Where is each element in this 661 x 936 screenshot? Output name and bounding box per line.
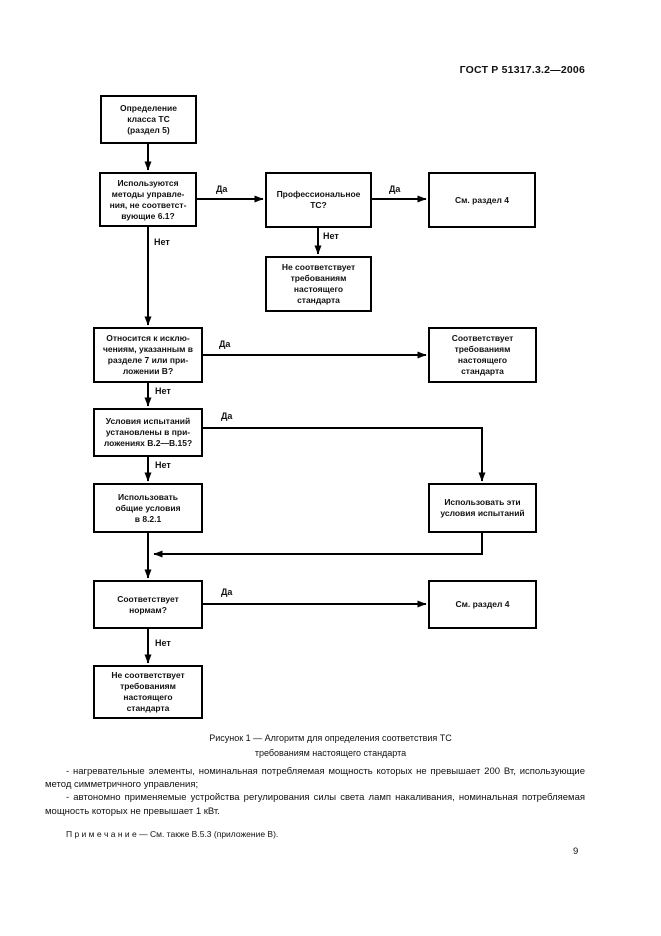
flow-node-not-compliant-bottom: Не соответствует требованиям настоящего … (93, 665, 203, 719)
edge-label-yes-3: Да (219, 339, 231, 349)
flow-node-professional-question: Профессиональное ТС? (265, 172, 372, 228)
paragraph-heating-elements: - нагревательные элементы, номинальная п… (45, 766, 585, 791)
edge-label-yes-5: Да (221, 587, 233, 597)
edge-label-no-1: Нет (323, 231, 339, 241)
edge-label-no-4: Нет (155, 460, 171, 470)
document-code: ГОСТ Р 51317.3.2—2006 (459, 64, 585, 76)
flow-node-use-general-conditions: Использовать общие условия в 8.2.1 (93, 483, 203, 533)
flow-node-use-these-conditions: Использовать эти условия испытаний (428, 483, 537, 533)
edge-label-no-5: Нет (155, 638, 171, 648)
flow-node-compliant: Соответствует требованиям настоящего ста… (428, 327, 537, 383)
flowchart-connectors (144, 144, 486, 664)
flow-node-define-class: Определение класса ТС (раздел 5) (100, 95, 197, 144)
edge-label-no-3: Нет (155, 386, 171, 396)
edge-label-yes-1: Да (216, 184, 228, 194)
body-text: - нагревательные элементы, номинальная п… (45, 765, 585, 840)
flow-node-exceptions-question: Относится к исклю- чениям, указанным в р… (93, 327, 203, 383)
flow-node-see-section-4-bottom: См. раздел 4 (428, 580, 537, 629)
page-number: 9 (573, 846, 579, 857)
flow-node-meets-limits-question: Соответствует нормам? (93, 580, 203, 629)
edge-label-no-2: Нет (154, 237, 170, 247)
figure-caption-line1: Рисунок 1 — Алгоритм для определения соо… (209, 733, 452, 743)
flowchart: Определение класса ТС (раздел 5) Использ… (93, 95, 537, 719)
figure-caption-line2: требованиям настоящего стандарта (254, 747, 407, 758)
edge-label-yes-2: Да (389, 184, 401, 194)
flow-node-not-compliant-mid: Не соответствует требованиям настоящего … (265, 256, 372, 312)
flow-node-control-methods-question: Используются методы управле- ния, не соо… (99, 172, 197, 227)
figure-caption: Рисунок 1 — Алгоритм для определения соо… (0, 731, 661, 760)
paragraph-lighting-devices: - автономно применяемые устройства регул… (45, 792, 585, 817)
flow-node-see-section-4-top: См. раздел 4 (428, 172, 536, 228)
note: П р и м е ч а н и е — См. также В.5.3 (п… (66, 828, 279, 839)
flow-node-test-conditions-question: Условия испытаний установлены в при- лож… (93, 408, 203, 457)
edge-label-yes-4: Да (221, 411, 233, 421)
